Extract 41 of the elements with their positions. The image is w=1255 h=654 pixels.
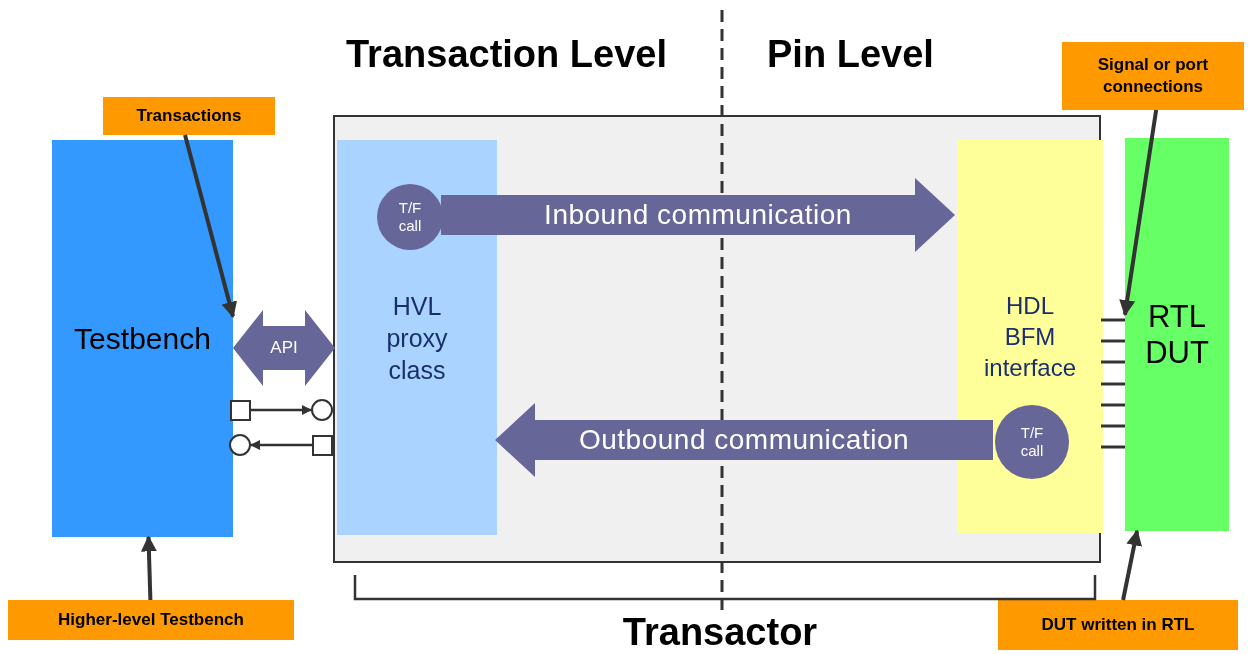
callout-text: DUT written in RTL xyxy=(1041,614,1195,636)
block-label: HDL BFM interface xyxy=(982,291,1078,383)
callout-box xyxy=(998,600,1238,650)
signal-wire xyxy=(1101,403,1125,407)
block-arrow xyxy=(495,403,993,477)
block-label: HVL proxy class xyxy=(385,290,449,386)
signal-wire xyxy=(1101,424,1125,428)
callout-box xyxy=(8,600,294,640)
leader-line xyxy=(1119,109,1159,317)
testbench-block xyxy=(52,140,233,537)
callout-text: Transactions xyxy=(136,105,242,127)
proxy-class-block xyxy=(337,140,497,535)
signal-wire xyxy=(1101,445,1125,449)
signal-wire xyxy=(1101,339,1125,343)
callout-text: Higher-level Testbench xyxy=(58,609,244,631)
section-heading: Transaction Level xyxy=(346,32,667,77)
circle-label: T/F call xyxy=(397,199,423,235)
leader-line xyxy=(1121,529,1143,601)
port-square xyxy=(230,400,251,421)
edge-label: Outbound communication xyxy=(578,423,910,457)
section-heading: Pin Level xyxy=(767,32,934,77)
leader-line xyxy=(140,535,157,601)
bfm-interface-block xyxy=(957,140,1103,533)
port-square xyxy=(312,435,333,456)
block-label: Testbench xyxy=(74,321,211,357)
callout-box xyxy=(103,97,275,135)
block-arrow xyxy=(233,310,335,386)
signal-wire xyxy=(1101,382,1125,386)
block-arrow xyxy=(441,178,955,252)
callout-box xyxy=(1062,42,1244,110)
signal-wire xyxy=(1101,318,1125,322)
dut-block xyxy=(1125,138,1229,531)
circle-label: T/F call xyxy=(1019,424,1045,460)
block-label: RTL DUT xyxy=(1144,298,1210,371)
arrow xyxy=(250,440,312,450)
edge-label: API xyxy=(270,337,298,360)
callout-text: Signal or port connections xyxy=(1096,54,1210,98)
arrow xyxy=(251,405,312,415)
edge-label: Inbound communication xyxy=(544,198,852,232)
leader-line xyxy=(183,134,238,318)
signal-wire xyxy=(1101,360,1125,364)
